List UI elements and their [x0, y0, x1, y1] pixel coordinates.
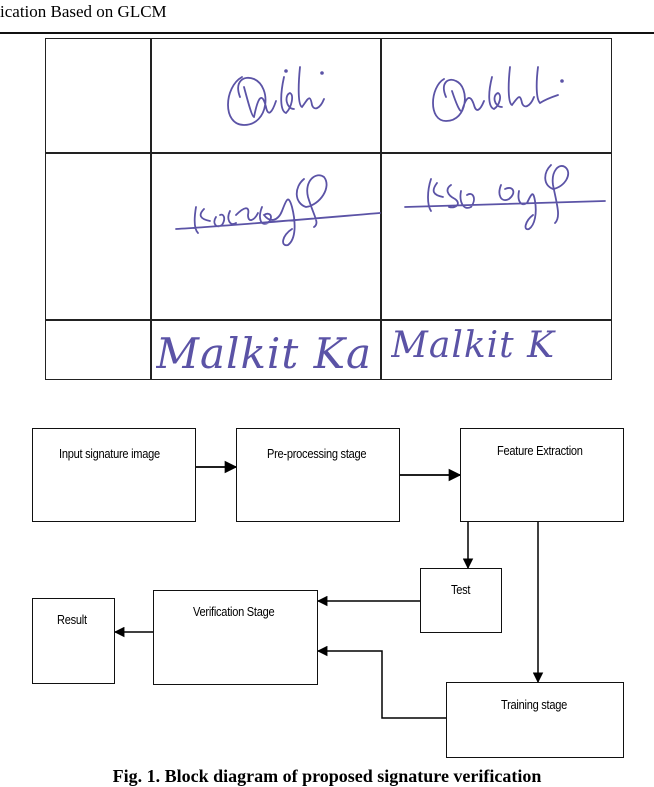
test-label: Test: [451, 582, 471, 597]
table-row-divider: [46, 152, 611, 154]
training-stage-label: Training stage: [501, 697, 568, 712]
block-diagram: Input signature image Pre-processing sta…: [0, 420, 654, 760]
table-column-divider: [150, 39, 152, 379]
test-box: Test: [420, 568, 502, 633]
signature-image-forged-2: [404, 164, 606, 231]
table-row-divider: [46, 319, 611, 321]
signature-table: Malkit Ka Malkit K: [45, 38, 612, 380]
feature-extraction-box: Feature Extraction: [460, 428, 624, 522]
input-signature-label: Input signature image: [59, 446, 160, 461]
preprocessing-box: Pre-processing stage: [236, 428, 400, 522]
signature-image-genuine-1: [227, 66, 325, 126]
figure-caption: Fig. 1. Block diagram of proposed signat…: [112, 766, 542, 786]
diagram-connectors: [113, 460, 544, 719]
verification-stage-label: Verification Stage: [193, 604, 275, 619]
running-head: ication Based on GLCM: [0, 2, 167, 21]
verification-stage-box: Verification Stage: [153, 590, 318, 685]
training-stage-box: Training stage: [446, 682, 624, 758]
result-box: Result: [32, 598, 115, 684]
signature-image-forged-1: [432, 66, 564, 122]
preprocessing-label: Pre-processing stage: [267, 446, 367, 461]
signature-image-genuine-2: [175, 174, 381, 247]
arrow-training-to-verification: [316, 645, 446, 719]
signature-image-forged-3: Malkit K: [391, 325, 555, 366]
table-column-divider: [380, 39, 382, 379]
input-signature-box: Input signature image: [32, 428, 196, 522]
feature-extraction-label: Feature Extraction: [497, 443, 583, 458]
signature-image-genuine-3: Malkit Ka: [156, 329, 373, 378]
header-rule: [0, 32, 654, 34]
result-label: Result: [57, 612, 87, 627]
